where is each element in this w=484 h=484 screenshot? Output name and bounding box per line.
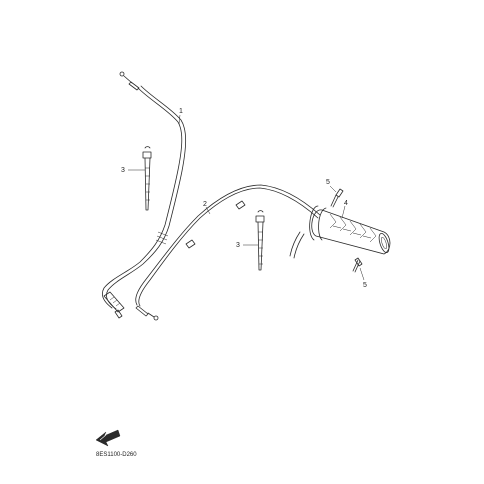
cable-tie-3a[interactable] (142, 146, 152, 211)
screw-5b[interactable] (352, 257, 363, 273)
leader-5a (329, 185, 337, 193)
callout-1: 1 (179, 108, 183, 115)
screw-5a[interactable] (330, 188, 344, 208)
callout-4: 4 (344, 200, 348, 207)
front-direction-arrow-icon (95, 429, 121, 447)
leader-5b (359, 267, 365, 281)
cable-1[interactable] (102, 71, 187, 319)
cable-2[interactable] (135, 184, 321, 321)
leader-4 (341, 205, 346, 219)
callout-2: 2 (203, 201, 207, 208)
part-code: 8ES1100-D260 (96, 452, 137, 458)
callout-5b: 5 (363, 282, 367, 289)
leader-1 (178, 114, 181, 125)
cable-tie-3b[interactable] (255, 210, 265, 271)
callout-3b: 3 (236, 242, 240, 249)
leader-2 (205, 206, 211, 215)
callout-3a: 3 (121, 167, 125, 174)
callout-5a: 5 (326, 179, 330, 186)
throttle-grip-4[interactable] (289, 205, 391, 259)
